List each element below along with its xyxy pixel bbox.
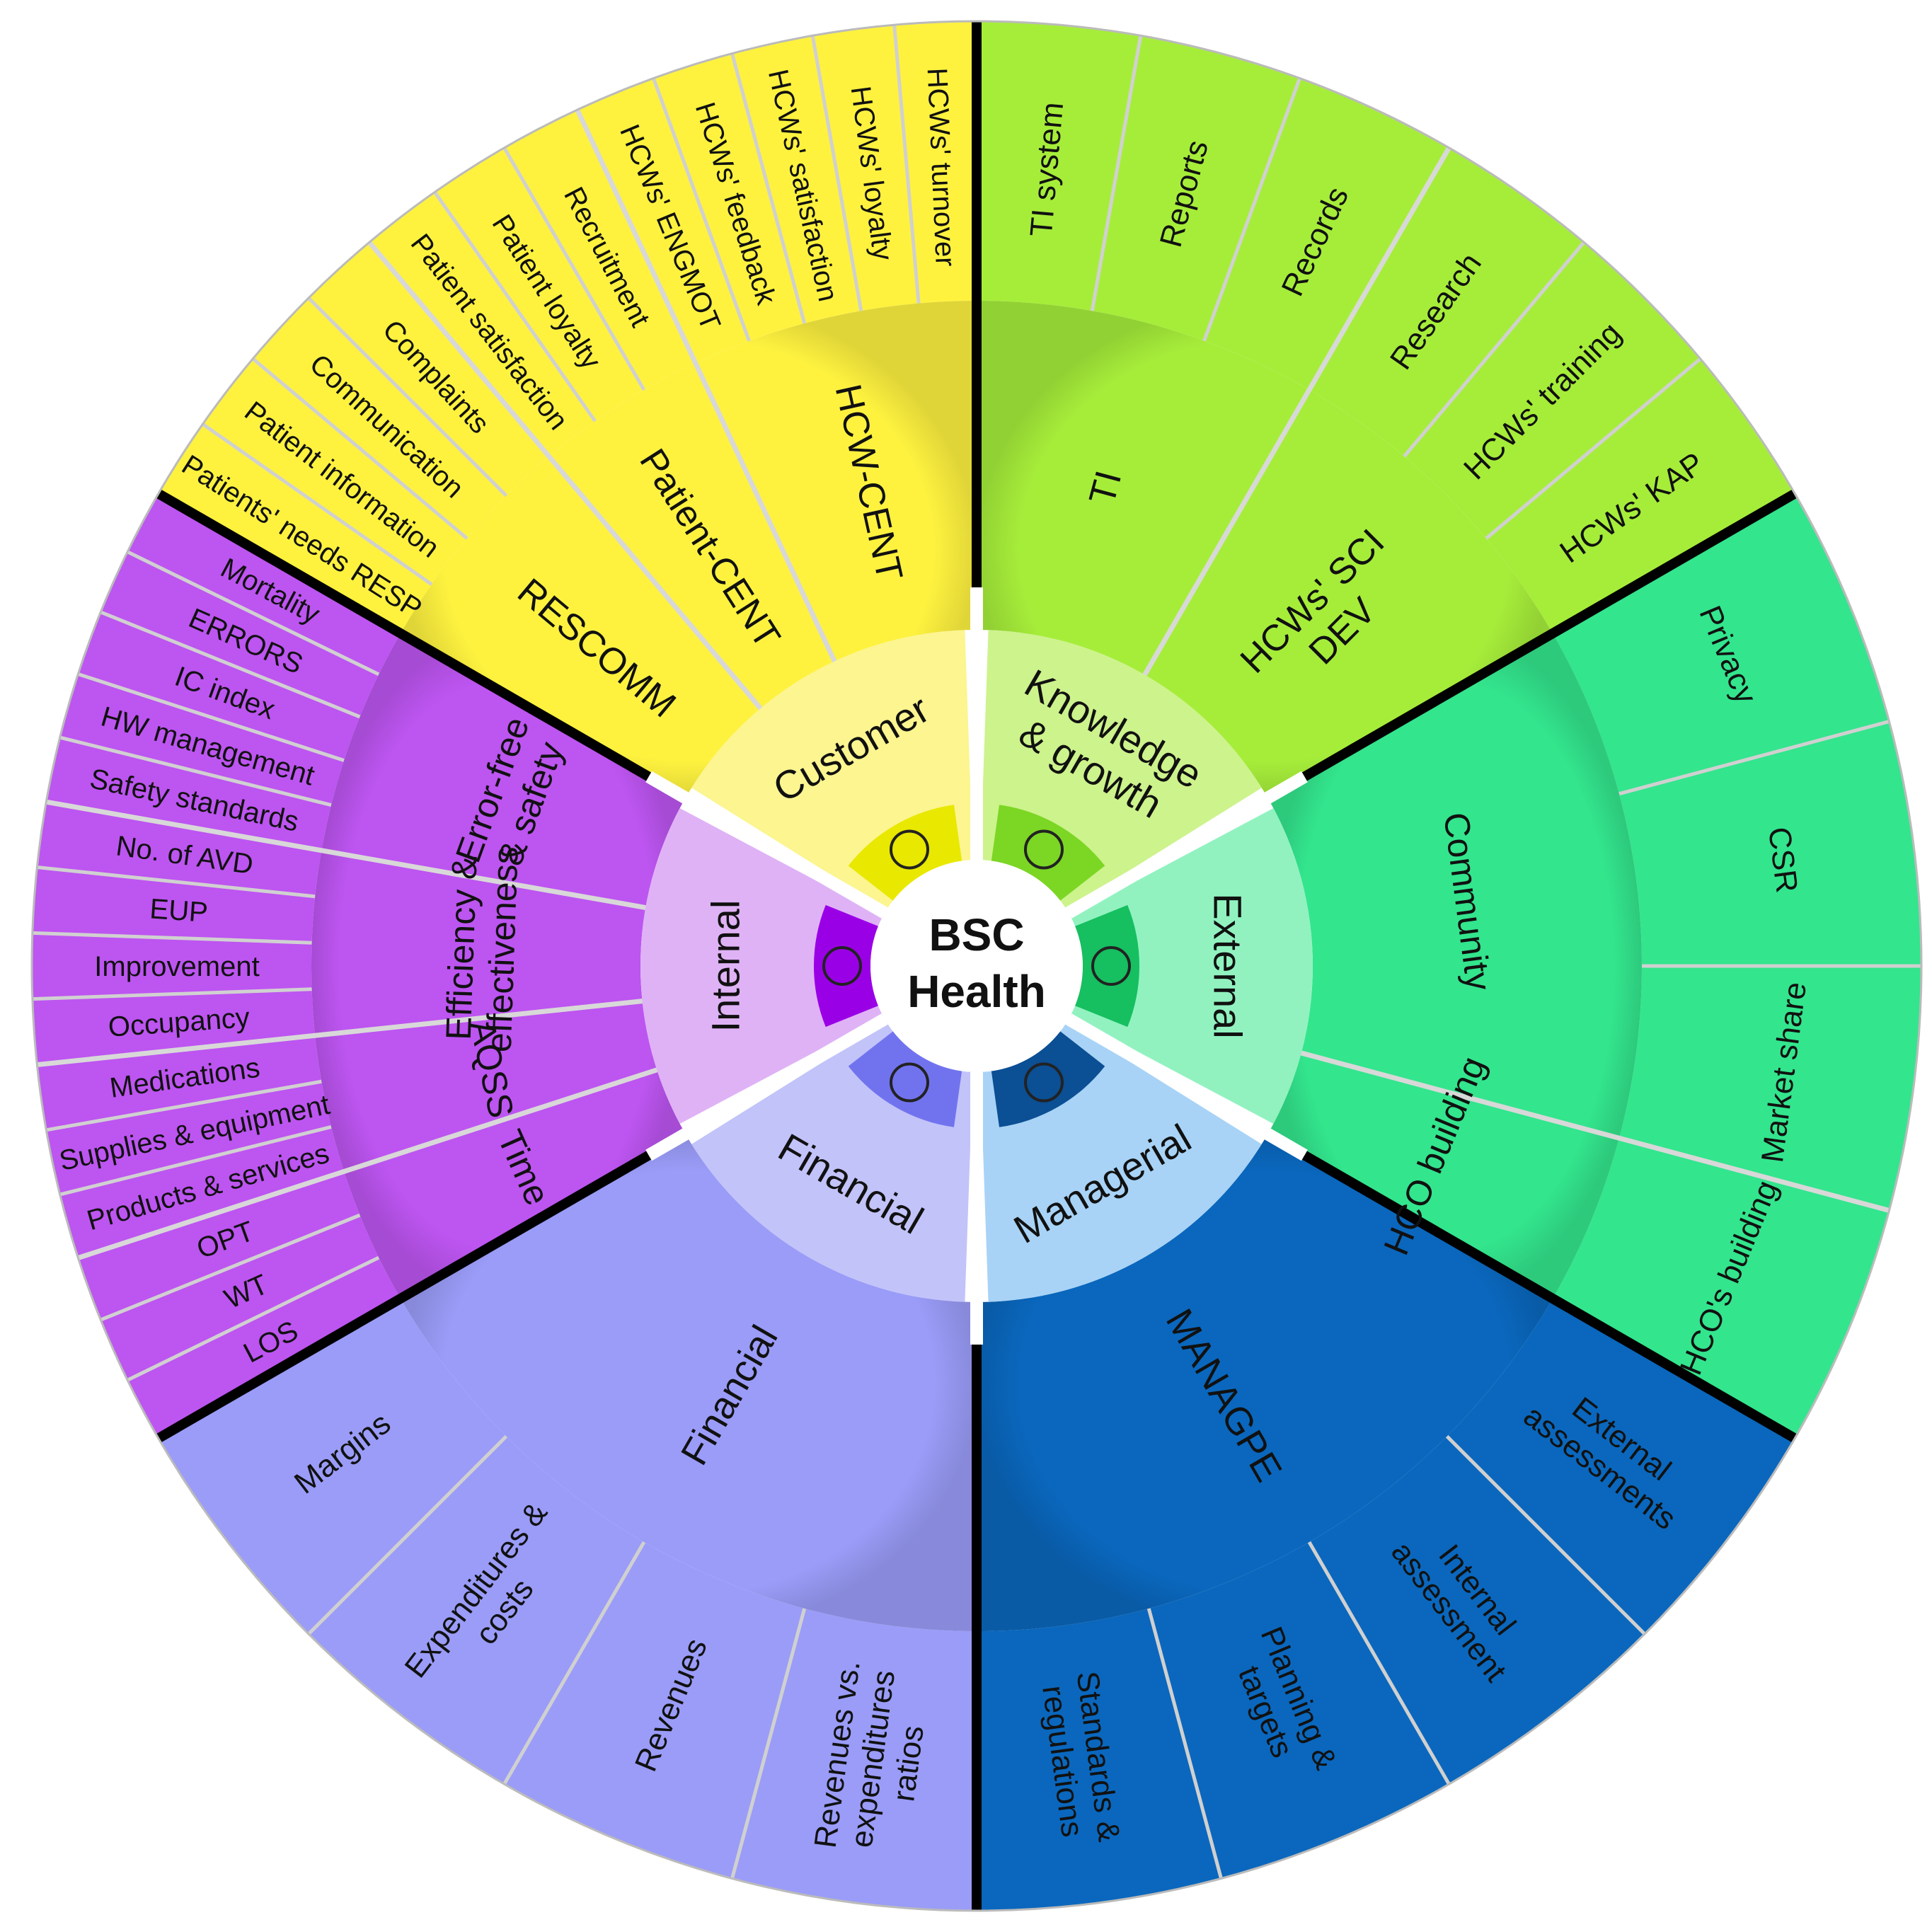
item-divider-financial: [730, 1608, 807, 1880]
item-improvement: Improvement: [94, 951, 259, 982]
inner-sector-external: [1070, 808, 1313, 1124]
hand-with-person-icon-glyph: [890, 829, 929, 870]
item-divider-customer: [810, 35, 863, 311]
middle-ring: [311, 301, 1642, 1631]
center-title-line1: BSC: [928, 909, 1024, 960]
item-divider-internal: [32, 987, 312, 1001]
head-with-gears-icon-glyph: [1024, 829, 1064, 870]
item-divider-internal: [45, 1079, 322, 1132]
perspective-divider: [1301, 489, 1798, 781]
item-divider-internal: [100, 610, 361, 719]
perspective-title-external-text: External: [1205, 893, 1250, 1038]
middle-sector-shade-managerial: [977, 1134, 1553, 1631]
group-divider-internal: [45, 799, 646, 910]
item-divider-internal: [77, 672, 345, 762]
network-people-icon: [991, 1031, 1105, 1127]
group-divider-internal: [36, 999, 643, 1068]
group-divider-internal: [77, 1067, 658, 1260]
middle-sector-shade-knowledge: [977, 301, 1553, 798]
middle-sector-shade-financial: [400, 1134, 977, 1631]
outer-sector-managerial: [977, 1299, 1795, 1911]
item-divider-customer: [730, 52, 807, 324]
middle-sector-shade-customer: [400, 301, 977, 798]
middle-sector-shade-internal: [311, 633, 686, 1299]
item-improvement-text: Improvement: [94, 951, 259, 982]
perspective-divider: [156, 1151, 652, 1443]
sector-dividers: [30, 20, 1923, 1912]
outer-sector-internal: [31, 493, 401, 1439]
item-divider-managerial: [1445, 1434, 1646, 1635]
outer-sector-customer: [158, 21, 977, 633]
group-divider-knowledge: [1142, 146, 1451, 677]
item-divider-internal: [59, 1124, 332, 1197]
network-people-icon-glyph: [1024, 1062, 1064, 1103]
item-divider-external: [1618, 720, 1890, 796]
outer-sector-knowledge: [977, 21, 1795, 633]
group-divider-external: [1300, 1050, 1890, 1213]
gears-with-chart-icon: [814, 904, 878, 1028]
item-divider-internal: [127, 550, 380, 677]
item-divider-knowledge: [1485, 357, 1702, 540]
middle-sector-shade-external: [1267, 633, 1642, 1299]
item-divider-internal: [127, 1255, 380, 1382]
item-divider-financial: [307, 1434, 508, 1635]
item-divider-internal: [59, 735, 332, 807]
item-divider-internal: [37, 865, 316, 899]
perspective-title-internal-text: Internal: [703, 900, 748, 1032]
inner-gap: [645, 1013, 888, 1161]
item-divider-managerial: [1307, 1541, 1451, 1785]
item-divider-customer: [251, 357, 468, 540]
perspective-divider: [1301, 1151, 1798, 1443]
inner-gap: [645, 771, 888, 919]
item-divider-customer: [433, 190, 597, 422]
perspective-title-internal: Internal: [703, 900, 748, 1032]
item-divider-financial: [502, 1541, 646, 1785]
center-disc: [870, 860, 1083, 1072]
globe-with-leaves-icon-glyph: [1091, 946, 1131, 986]
head-with-gears-icon: [991, 805, 1105, 901]
item-divider-customer: [652, 77, 751, 342]
item-divider-customer: [502, 146, 646, 391]
inner-sector-internal: [640, 808, 883, 1124]
hand-with-person-icon: [848, 805, 962, 901]
item-divider-knowledge: [1403, 241, 1586, 458]
item-divider-internal: [100, 1213, 361, 1322]
inner-gap: [1065, 771, 1308, 919]
outer-sector-financial: [158, 1299, 977, 1911]
group-label-efficiency-effectiveness-text: Efficiency &: [439, 856, 485, 1041]
wheel-outline: [30, 20, 1923, 1912]
icon-ring: [814, 805, 1140, 1127]
money-bag-coins-icon: [848, 1031, 962, 1127]
perspective-divider: [156, 489, 652, 781]
group-label-efficiency-effectiveness: Efficiency &effectiveness: [439, 846, 526, 1053]
perspective-title-external: External: [1205, 893, 1250, 1038]
group-divider-customer: [575, 108, 837, 662]
group-label-efficiency-effectiveness-text: effectiveness: [479, 846, 526, 1053]
inner-gap: [1065, 1013, 1308, 1161]
money-bag-coins-icon-glyph: [890, 1062, 929, 1103]
item-eup: EUP: [149, 893, 209, 928]
item-divider-customer: [307, 297, 508, 497]
gears-with-chart-icon-glyph: [822, 946, 862, 986]
item-csr: CSR: [1761, 825, 1805, 895]
group-divider-customer: [367, 241, 763, 711]
item-divider-managerial: [1146, 1608, 1223, 1880]
item-divider-internal: [32, 931, 312, 945]
item-divider-customer: [201, 422, 433, 586]
item-divider-customer: [892, 24, 921, 304]
item-divider-knowledge: [1202, 77, 1301, 342]
item-eup-text: EUP: [149, 893, 209, 928]
center-title-line2: Health: [907, 966, 1046, 1017]
globe-with-leaves-icon: [1075, 904, 1140, 1028]
item-csr-text: CSR: [1761, 825, 1805, 895]
item-divider-knowledge: [1090, 35, 1143, 311]
